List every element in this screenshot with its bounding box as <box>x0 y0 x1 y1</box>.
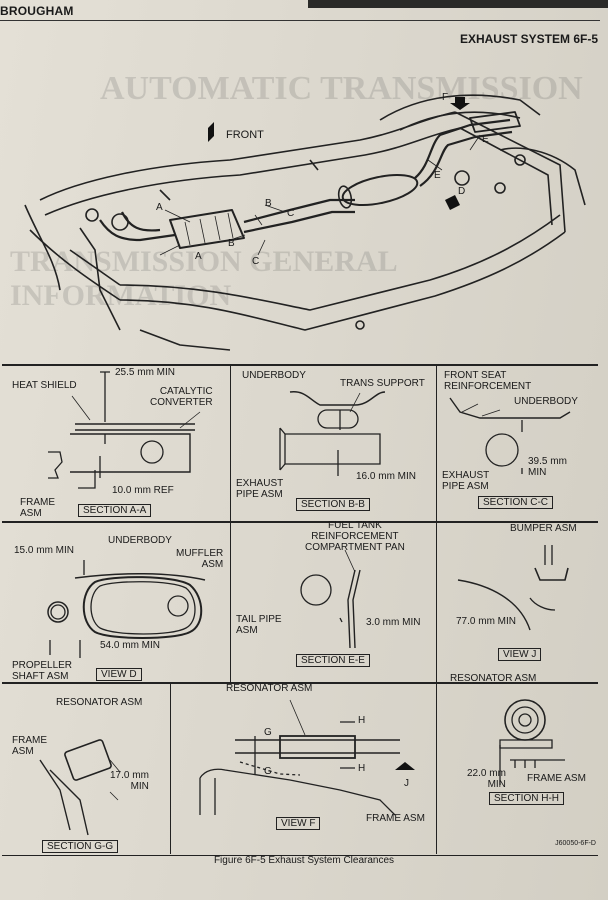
ee-fuel-tank: FUEL TANK REINFORCEMENT COMPARTMENT PAN <box>305 520 405 553</box>
aa-converter: CATALYTIC CONVERTER <box>150 386 213 408</box>
marker-c-top: C <box>287 208 295 219</box>
chassis-illustration <box>24 94 586 351</box>
panel-divider-bottom <box>2 855 598 856</box>
section-ee-title: SECTION E-E <box>296 654 370 667</box>
f-j: J <box>404 778 409 789</box>
gg-dim: 17.0 mm MIN <box>110 770 149 792</box>
section-cc-title: SECTION C-C <box>478 496 553 509</box>
marker-e-bottom: E <box>434 170 441 181</box>
bb-trans-support: TRANS SUPPORT <box>340 378 425 389</box>
aa-dim-ref: 10.0 mm REF <box>112 485 174 496</box>
marker-a-bottom: A <box>195 251 202 262</box>
figure-code: J60050-6F-D <box>555 840 596 847</box>
bb-dim: 16.0 mm MIN <box>356 471 417 482</box>
aa-heat-shield: HEAT SHIELD <box>12 380 77 391</box>
view-d-title: VIEW D <box>96 668 142 681</box>
f-h-bottom: H <box>358 763 366 774</box>
view-f-title: VIEW F <box>276 817 321 830</box>
marker-f: F <box>442 92 449 103</box>
marker-e-top: E <box>482 134 489 145</box>
bb-exhaust-pipe: EXHAUST PIPE ASM <box>236 478 284 500</box>
bleed-through-text-2: TRANSMISSION GENERAL INFORMATION <box>10 245 396 312</box>
f-g-top: G <box>264 727 272 738</box>
section-aa-title: SECTION A-A <box>78 504 152 517</box>
aa-frame: FRAME ASM <box>20 497 55 519</box>
section-gg-title: SECTION G-G <box>42 840 119 853</box>
bb-underbody: UNDERBODY <box>242 370 306 381</box>
d-dim-top: 15.0 mm MIN <box>14 545 75 556</box>
d-dim-bottom: 54.0 mm MIN <box>100 640 161 651</box>
j-dim: 77.0 mm MIN <box>456 616 517 627</box>
d-muffler: MUFFLER ASM <box>176 548 224 570</box>
section-hh-title: SECTION H-H <box>489 792 564 805</box>
panel-divider-row3 <box>2 682 598 684</box>
hh-resonator: RESONATOR ASM <box>450 673 537 684</box>
cc-exhaust-pipe: EXHAUST PIPE ASM <box>442 470 490 492</box>
marker-a-top: A <box>156 202 163 213</box>
front-label: FRONT <box>226 129 264 141</box>
view-j-title: VIEW J <box>498 648 542 661</box>
page-edge-shadow <box>308 0 608 8</box>
f-frame: FRAME ASM <box>366 813 425 824</box>
marker-d: D <box>458 186 466 197</box>
header-rule <box>0 20 600 21</box>
page-header-left: BROUGHAM <box>0 4 74 18</box>
aa-dim-top: 25.5 mm MIN <box>115 367 176 378</box>
col-divider-3 <box>170 684 171 854</box>
gg-resonator: RESONATOR ASM <box>56 697 143 708</box>
cc-underbody: UNDERBODY <box>514 396 578 407</box>
marker-b-top: B <box>265 198 272 209</box>
marker-c-bottom: C <box>252 256 260 267</box>
hh-frame: FRAME ASM <box>527 773 586 784</box>
panel-divider-row2 <box>2 521 598 523</box>
col-divider-1 <box>230 366 231 682</box>
panel-divider-row1 <box>2 364 598 366</box>
col-divider-2 <box>436 366 437 682</box>
f-h-top: H <box>358 715 366 726</box>
cc-front-seat: FRONT SEAT REINFORCEMENT <box>444 370 532 392</box>
bleed-through-text: AUTOMATIC TRANSMISSION <box>100 70 583 107</box>
gg-frame: FRAME ASM <box>12 735 47 757</box>
col-divider-4 <box>436 684 437 854</box>
f-resonator: RESONATOR ASM <box>226 683 313 694</box>
cc-dim: 39.5 mm MIN <box>528 456 567 478</box>
marker-b-bottom: B <box>228 238 235 249</box>
ee-tail-pipe: TAIL PIPE ASM <box>236 614 282 636</box>
figure-caption: Figure 6F-5 Exhaust System Clearances <box>213 855 395 866</box>
j-bumper: BUMPER ASM <box>510 523 577 534</box>
ee-dim: 3.0 mm MIN <box>366 617 421 628</box>
page-header-right: EXHAUST SYSTEM 6F-5 <box>459 32 598 46</box>
hh-dim: 22.0 mm MIN <box>467 768 506 790</box>
f-g-bottom: G <box>264 766 272 777</box>
d-underbody: UNDERBODY <box>108 535 172 546</box>
d-propeller: PROPELLER SHAFT ASM <box>12 660 73 682</box>
section-bb-title: SECTION B-B <box>296 498 370 511</box>
